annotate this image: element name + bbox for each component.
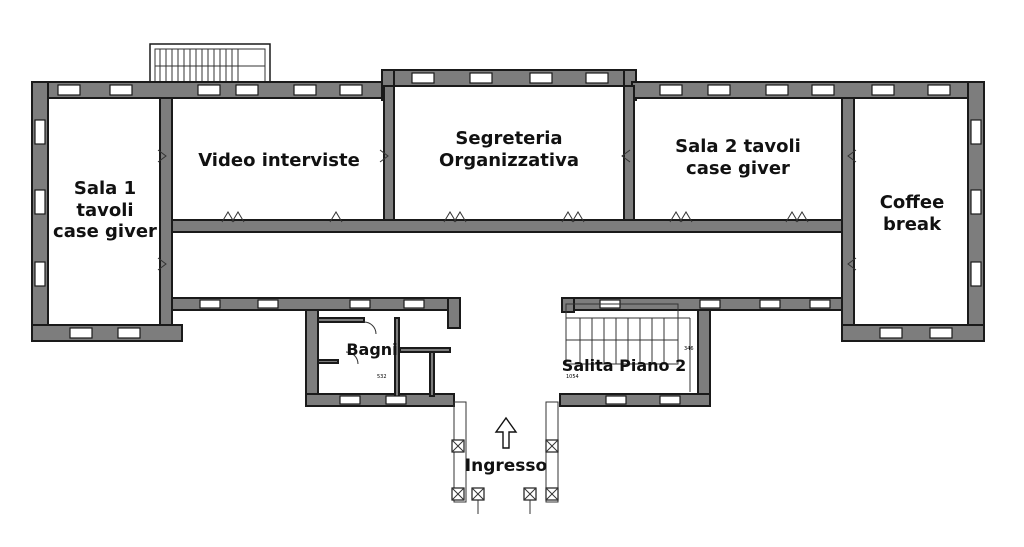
room-label-segreteria-organizzativa: Segreteria Organizzativa [439,128,579,171]
room-label-sala-2: Sala 2 tavoli case giver [675,136,801,179]
windows [34,72,982,405]
interior-walls [159,85,855,399]
entrance-porch [451,401,559,514]
room-label-ingresso: Ingresso [464,456,548,476]
entrance-arrow-icon [494,416,518,449]
exterior-stair [149,43,271,85]
dimension-532: 532 [377,374,387,380]
room-label-sala-1: Sala 1 tavoli case giver [53,178,157,243]
room-label-video-interviste: Video interviste [198,150,360,171]
dimension-1054: 1054 [566,374,579,380]
stair-wing [565,303,691,392]
room-label-coffee-break: Coffee break [879,192,945,235]
room-label-bagni: Bagni [346,340,398,359]
doors [157,149,857,365]
room-label-salita-piano-2: Salita Piano 2 [561,356,687,375]
dimension-346: 346 [684,346,694,352]
